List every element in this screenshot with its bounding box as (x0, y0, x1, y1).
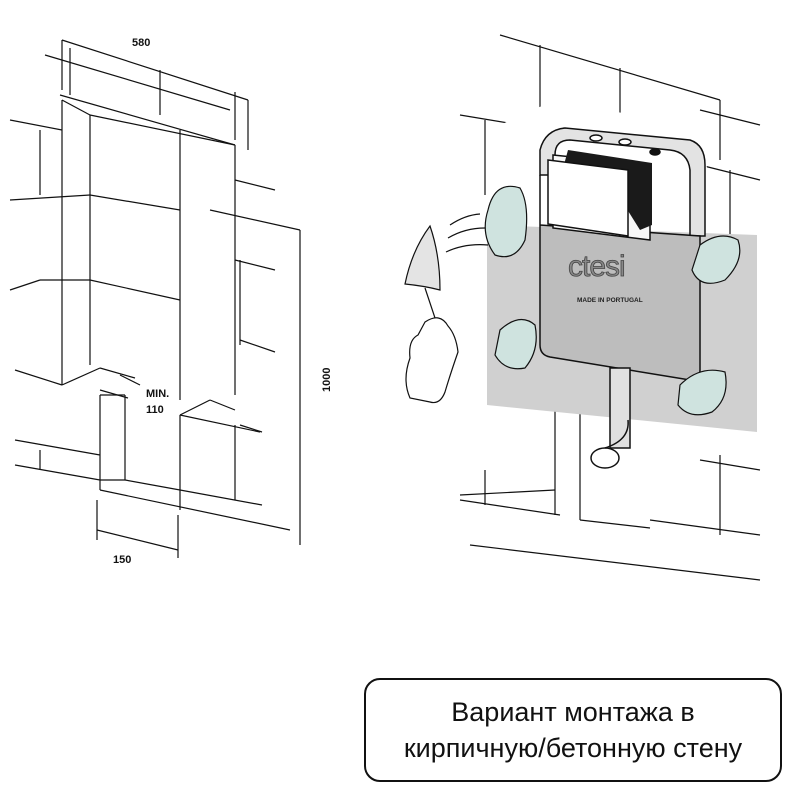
trowel-icon (404, 224, 441, 319)
mortar-patches (484, 185, 741, 416)
hand-icon (405, 317, 459, 404)
wall-niche-drawing (9, 39, 301, 558)
caption-box: Вариант монтажа в кирпичную/бетонную сте… (364, 678, 782, 782)
caption-line-1: Вариант монтажа в (451, 697, 695, 727)
mortar-patch (494, 319, 537, 370)
brand-tagline: MADE IN PORTUGAL (577, 297, 643, 304)
dimension-min-label: MIN. (146, 388, 169, 400)
motion-lines-icon (445, 213, 489, 253)
mortar-patch (484, 185, 528, 258)
dimension-150: 150 (113, 554, 131, 566)
dimension-min-value: 110 (146, 404, 164, 416)
mortar-patch (691, 235, 741, 284)
caption-line-2: кирпичную/бетонную стену (403, 733, 743, 763)
valve-icon (649, 148, 661, 156)
cistern-frame (539, 127, 706, 469)
brand-logo: ctesi (568, 250, 625, 283)
mortar-patch (677, 369, 727, 416)
dimension-580: 580 (132, 37, 150, 49)
dimension-1000: 1000 (321, 368, 333, 392)
